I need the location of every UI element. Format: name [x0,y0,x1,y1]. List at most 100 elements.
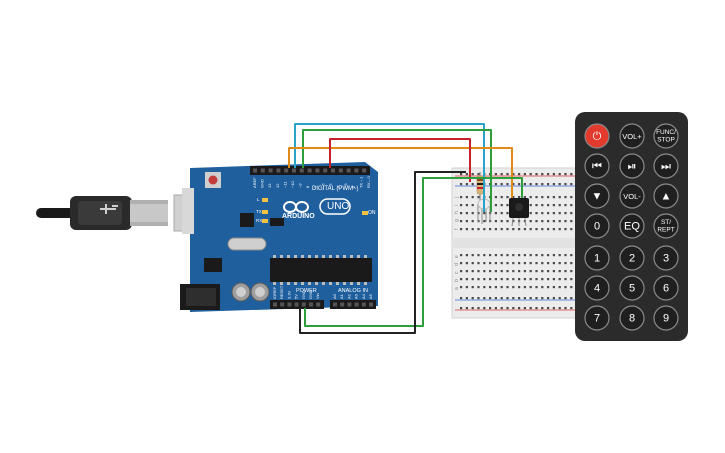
row-letter: i [454,205,460,206]
func-stop-button-label: FUNC/ [656,129,676,136]
wire-blue [294,123,485,212]
resistor [476,172,485,200]
pin-label: ~9 [298,183,303,188]
pin-label: IOREF [272,286,277,299]
digit-4-button-label: 4 [594,283,600,295]
pin-label: GND [301,290,306,299]
pin-label: A0 [332,293,337,299]
digit-9-button[interactable]: 9 [653,305,679,331]
analog-header-label: ANALOG IN [338,288,368,294]
pin-label: A4 [361,293,366,299]
arduino-logo-icon [283,198,351,215]
digit-6-button-label: 6 [663,283,669,295]
digit-5-button[interactable]: 5 [619,275,645,301]
prev-button-label: ⏮ [592,161,602,173]
digit-3-button-label: 3 [663,253,669,265]
play-pause-button[interactable]: ⏯ [619,153,645,179]
pin-label: ~6 [320,183,325,188]
vol-up-button[interactable]: VOL+ [619,123,645,149]
pin-label: ~10 [290,180,295,188]
digit-1-button[interactable]: 1 [584,245,610,271]
wire-orange [288,147,513,198]
digit-3-button[interactable]: 3 [653,245,679,271]
digit-4-button[interactable]: 4 [584,275,610,301]
digit-6-button[interactable]: 6 [653,275,679,301]
pin-label: 7 [313,185,318,188]
arduino-model-label: UNO [327,201,349,212]
eq-button-label: EQ [624,221,640,233]
digital-header-label: DIGITAL (PWM~) [312,186,359,192]
wires [288,123,523,334]
analog-header [330,300,376,309]
wire-black [299,171,466,334]
row-letter: c [454,271,460,274]
digit-9-button-label: 9 [663,313,669,325]
on-led-label: ON [368,210,376,216]
next-button-label: ⏭ [661,161,671,173]
prev-button[interactable]: ⏮ [584,153,610,179]
digit-2-button-label: 2 [629,253,635,265]
up-button[interactable]: ▲ [653,183,679,209]
st-rept-button-label: REPT [657,227,674,234]
pin-label: GND [308,290,313,299]
pin-label: ~3 [343,183,348,188]
ir-remote[interactable]: ⏻ VOL+ FUNC/STOP ⏮ ⏯ ⏭ ▼ VOL- ▲ 0 EQ ST/REPT 1 2 3 4 5 6 7… [575,112,688,341]
pin-label: ~11 [282,181,287,188]
down-button[interactable]: ▼ [584,183,610,209]
pin-label: TX→1 [358,176,363,188]
func-stop-button[interactable]: FUNC/STOP [653,123,679,149]
st-rept-button[interactable]: ST/REPT [653,213,679,239]
digit-8-button[interactable]: 8 [619,305,645,331]
pin-label: A2 [346,293,351,299]
eq-button[interactable]: EQ [619,213,645,239]
digit-0-button[interactable]: 0 [584,213,610,239]
up-button-label: ▲ [661,191,672,203]
down-button-label: ▼ [592,191,603,203]
vol-down-button[interactable]: VOL- [619,183,645,209]
pin-label: 4 [336,185,341,188]
digit-5-button-label: 5 [629,283,635,295]
row-letter: d [454,263,460,266]
breadboard-holes [460,173,573,310]
digit-7-button[interactable]: 7 [584,305,610,331]
row-letter: b [454,279,460,282]
digit-2-button[interactable]: 2 [619,245,645,271]
vol-up-button-label: VOL+ [622,132,642,141]
digit-8-button-label: 8 [629,313,635,325]
func-stop-button-label: STOP [657,137,675,144]
st-rept-button-label: ST/ [661,219,671,226]
power-button[interactable]: ⏻ [584,123,610,149]
pin-label: 3.3V [286,290,291,299]
row-letter: e [454,255,460,258]
wire-red [329,138,471,182]
pin-label: 2 [351,185,356,188]
wire-green-bottom [304,177,523,327]
row-letter: f [454,228,460,230]
atmega-chip [270,258,372,282]
pin-label: ~5 [328,183,333,188]
play-pause-button-label: ⏯ [628,161,637,173]
pin-label: 8 [305,185,310,188]
led-tx-label: TX [256,209,262,214]
power-header-label: POWER [296,288,317,294]
pin-label: 13 [267,183,272,188]
ir-receiver [509,198,529,227]
next-button[interactable]: ⏭ [653,153,679,179]
row-letter: h [454,211,460,214]
pin-label: RESET [279,285,284,299]
pin-label: A5 [368,293,373,299]
pin-label: AREF [252,177,257,188]
led-l-label: L [257,197,260,202]
row-letter: g [454,219,460,222]
arduino-brand-label: ARDUINO [282,213,315,220]
digit-1-button-label: 1 [594,253,600,265]
pin-label: RX←0 [366,175,371,188]
pin-label: Vin [315,293,320,299]
pin-label: 5V [294,294,299,299]
pin-label: 12 [275,183,280,188]
